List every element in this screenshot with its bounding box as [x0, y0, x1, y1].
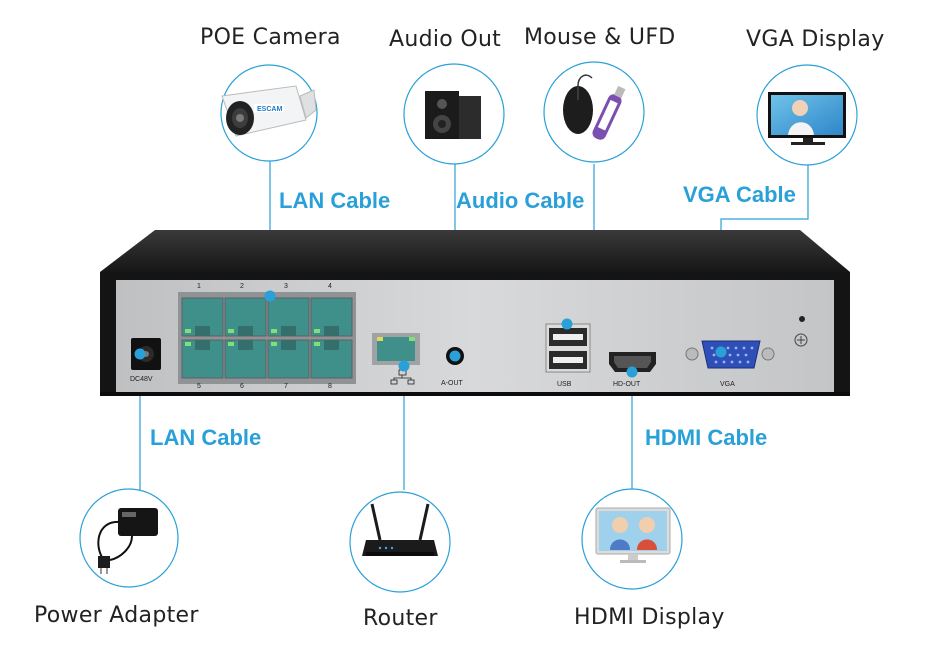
poe-port-3 — [267, 297, 310, 337]
poe-port-6 — [224, 339, 267, 379]
network-icon — [390, 369, 415, 385]
nvr-recorder — [100, 230, 850, 396]
port-label-dc: DC48V — [130, 376, 153, 383]
poe-port-8 — [310, 339, 353, 379]
cable-label-vga: VGA Cable — [683, 182, 796, 207]
port-label-hd-out: HD-OUT — [613, 381, 641, 388]
port-label-usb: USB — [557, 381, 572, 388]
bullet-camera-icon: ESCAM — [221, 85, 317, 137]
port-label-vga: VGA — [720, 381, 735, 388]
label-hdmi-display: HDMI Display — [574, 605, 725, 630]
endpoint-dots — [134, 290, 727, 378]
circle-mouse-ufd — [543, 61, 645, 163]
label-router: Router — [363, 606, 438, 631]
label-mouse-ufd: Mouse & UFD — [524, 25, 676, 50]
poe-port-number: 5 — [197, 383, 201, 390]
poe-port-7 — [267, 339, 310, 379]
router-icon — [362, 503, 438, 556]
port-label-a-out: A-OUT — [441, 380, 463, 387]
camera-brand: ESCAM — [257, 106, 282, 113]
poe-port-4 — [310, 297, 353, 337]
vga-monitor-icon — [768, 92, 846, 145]
cable-label-lan-top: LAN Cable — [279, 188, 391, 213]
mouse-icon — [563, 74, 593, 134]
poe-port-number: 2 — [240, 283, 244, 290]
label-vga-display: VGA Display — [746, 27, 885, 52]
poe-port-5 — [181, 339, 224, 379]
power-adapter-icon — [97, 508, 158, 574]
cable-label-audio: Audio Cable — [456, 188, 585, 213]
poe-port-2 — [224, 297, 267, 337]
nvr-top — [100, 230, 850, 272]
poe-port-1 — [181, 297, 224, 337]
speaker-icon — [425, 91, 481, 139]
poe-port-number: 6 — [240, 383, 244, 390]
usb-flash-drive-icon — [592, 85, 626, 140]
poe-port-number: 1 — [197, 283, 201, 290]
ground-screw — [794, 333, 808, 347]
poe-port-number: 3 — [284, 283, 288, 290]
label-audio-out: Audio Out — [389, 27, 502, 52]
poe-port-number: 7 — [284, 383, 288, 390]
circle-power-adapter — [79, 488, 179, 588]
label-power-adapter: Power Adapter — [34, 603, 199, 628]
hdmi-monitor-icon — [595, 507, 671, 563]
poe-ports — [181, 297, 353, 379]
cable-label-lan-bottom: LAN Cable — [150, 425, 262, 450]
reset-hole — [799, 316, 805, 322]
poe-port-number: 8 — [328, 383, 332, 390]
poe-port-number: 4 — [328, 283, 332, 290]
label-poe-camera: POE Camera — [200, 25, 341, 50]
cable-label-hdmi: HDMI Cable — [645, 425, 768, 450]
